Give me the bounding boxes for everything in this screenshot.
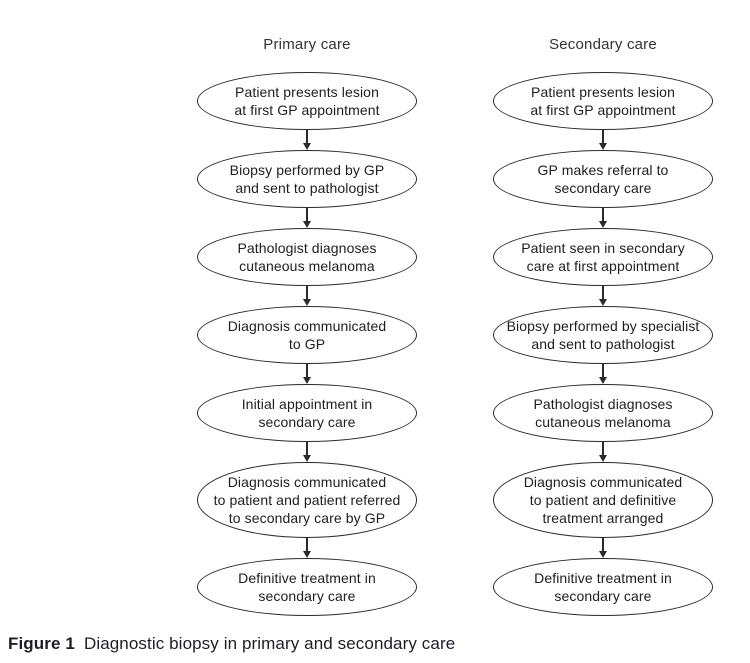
arrow-head [303,455,311,462]
flow-node-label: Diagnosis communicated to GP [227,318,387,352]
down-arrow-icon [303,208,311,228]
flow-node-label: Patient presents lesion at first GP appo… [530,84,676,118]
arrow-stem [602,364,604,377]
flow-node-label: Pathologist diagnoses cutaneous melanoma [237,240,377,274]
flow-diagram: Primary care Patient presents lesion at … [195,36,715,616]
flow-node: Definitive treatment in secondary care [197,558,417,616]
down-arrow-icon [303,364,311,384]
arrow-head [303,551,311,558]
arrow-stem [602,538,604,551]
arrow-stem [602,286,604,299]
flow-node: Definitive treatment in secondary care [493,558,713,616]
down-arrow-icon [599,364,607,384]
primary-care-column: Primary care Patient presents lesion at … [195,36,419,616]
arrow-head [599,551,607,558]
down-arrow-icon [599,208,607,228]
flow-node-label: Biopsy performed by specialist and sent … [506,318,700,352]
flow-node-label: GP makes referral to secondary care [537,162,669,196]
figure-caption-text: Diagnostic biopsy in primary and seconda… [83,634,456,653]
flow-node: Patient presents lesion at first GP appo… [493,72,713,130]
figure-caption-label: Figure 1 [8,634,75,653]
flow-node: Biopsy performed by GP and sent to patho… [197,150,417,208]
arrow-stem [306,286,308,299]
primary-care-header: Primary care [263,36,351,53]
arrow-head [599,221,607,228]
down-arrow-icon [599,130,607,150]
arrow-head [599,143,607,150]
flow-node-label: Biopsy performed by GP and sent to patho… [229,162,385,196]
down-arrow-icon [303,538,311,558]
flow-node: Patient seen in secondary care at first … [493,228,713,286]
flow-node: GP makes referral to secondary care [493,150,713,208]
flow-node-label: Diagnosis communicated to patient and de… [523,474,683,526]
flow-node: Diagnosis communicated to patient and de… [493,462,713,538]
flow-node: Pathologist diagnoses cutaneous melanoma [197,228,417,286]
flow-node-label: Pathologist diagnoses cutaneous melanoma [533,396,673,430]
flow-node: Pathologist diagnoses cutaneous melanoma [493,384,713,442]
secondary-care-header: Secondary care [549,36,657,53]
arrow-head [303,377,311,384]
down-arrow-icon [599,538,607,558]
flow-node-label: Patient seen in secondary care at first … [521,240,685,274]
arrow-stem [602,442,604,455]
secondary-care-column: Secondary care Patient presents lesion a… [491,36,715,616]
arrow-stem [306,538,308,551]
down-arrow-icon [599,442,607,462]
arrow-head [303,299,311,306]
arrow-head [599,299,607,306]
arrow-head [303,221,311,228]
flow-node-label: Initial appointment in secondary care [241,396,373,430]
flow-node: Diagnosis communicated to patient and pa… [197,462,417,538]
down-arrow-icon [303,286,311,306]
arrow-head [303,143,311,150]
arrow-stem [602,130,604,143]
flow-node: Diagnosis communicated to GP [197,306,417,364]
arrow-stem [602,208,604,221]
flow-node-label: Definitive treatment in secondary care [238,570,376,604]
flow-node: Initial appointment in secondary care [197,384,417,442]
arrow-stem [306,364,308,377]
down-arrow-icon [599,286,607,306]
arrow-head [599,455,607,462]
down-arrow-icon [303,130,311,150]
arrow-head [599,377,607,384]
flow-node: Biopsy performed by specialist and sent … [493,306,713,364]
arrow-stem [306,130,308,143]
figure-caption: Figure 1 Diagnostic biopsy in primary and… [8,634,455,654]
flow-node-label: Patient presents lesion at first GP appo… [234,84,380,118]
arrow-stem [306,442,308,455]
flow-node-label: Diagnosis communicated to patient and pa… [213,474,401,526]
flow-node-label: Definitive treatment in secondary care [534,570,672,604]
flow-node: Patient presents lesion at first GP appo… [197,72,417,130]
down-arrow-icon [303,442,311,462]
arrow-stem [306,208,308,221]
